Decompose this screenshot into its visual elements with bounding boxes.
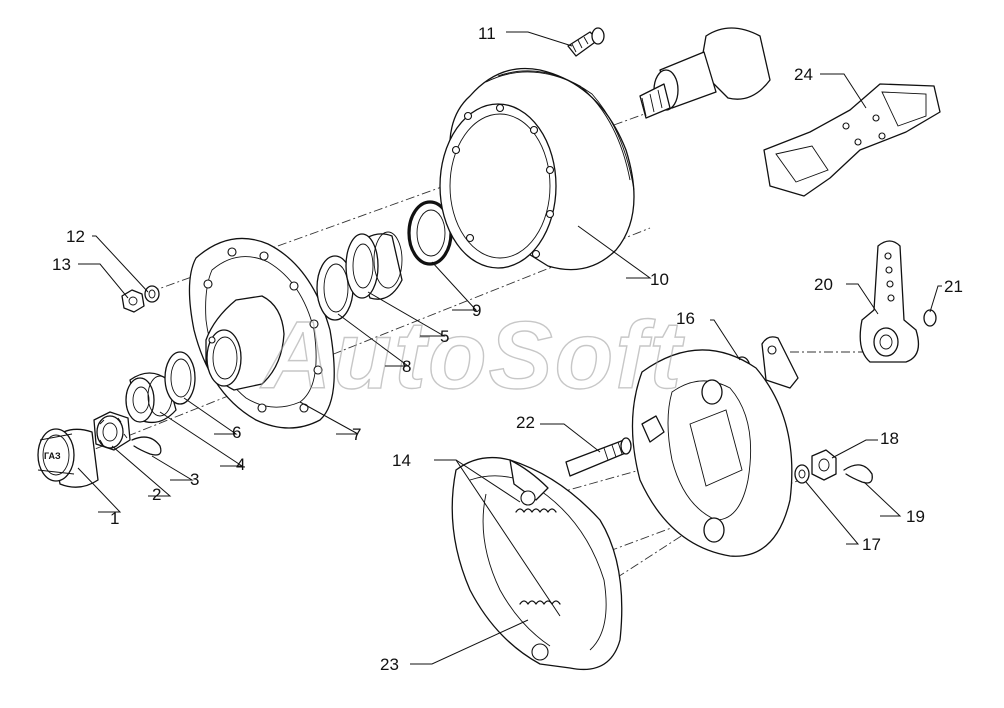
- callout-3: 3: [190, 470, 199, 489]
- watermark-text: AutoSoft: [260, 302, 685, 409]
- callout-14: 14: [392, 451, 411, 470]
- callout-10: 10: [650, 270, 669, 289]
- callout-6: 6: [232, 423, 241, 442]
- part-wheel-stud: [567, 27, 605, 57]
- callout-23: 23: [380, 655, 399, 674]
- part-bracket: [763, 83, 941, 197]
- callout-5: 5: [440, 327, 449, 346]
- callout-numbers: 1 2 3 4 6 7 8 5 9 10 11 12 13 14 16 17 1…: [52, 24, 963, 674]
- callout-16: 16: [676, 309, 695, 328]
- part-slack-adjuster: [859, 240, 920, 363]
- callout-1: 1: [110, 509, 119, 528]
- callout-21: 21: [944, 277, 963, 296]
- part-hub-cap: ГАЗ: [37, 428, 99, 488]
- callout-18: 18: [880, 429, 899, 448]
- part-washer-12: [144, 285, 160, 303]
- callout-7: 7: [352, 425, 361, 444]
- part-hub-flange: [188, 237, 335, 429]
- callout-8: 8: [402, 357, 411, 376]
- part-inner-bearing: [345, 231, 403, 300]
- cap-marking-text: ГАЗ: [44, 451, 61, 461]
- callout-19: 19: [906, 507, 925, 526]
- callout-9: 9: [472, 301, 481, 320]
- callout-4: 4: [236, 455, 245, 474]
- part-outer-bearing: [125, 372, 177, 424]
- part-thin-ring: [164, 351, 196, 405]
- part-springs: [515, 508, 561, 605]
- callout-2: 2: [152, 485, 161, 504]
- callout-24: 24: [794, 65, 813, 84]
- callout-13: 13: [52, 255, 71, 274]
- part-castle-nut: [93, 411, 131, 451]
- part-cotter-pin-19: [843, 464, 873, 484]
- callout-12: 12: [66, 227, 85, 246]
- part-cotter-pin-3: [131, 436, 162, 456]
- part-brake-shoes: [451, 456, 623, 671]
- part-nut-13: [121, 289, 145, 313]
- part-washer-17: [794, 464, 810, 484]
- part-backing-plate: [631, 349, 793, 557]
- part-ring-21: [923, 309, 937, 327]
- callout-20: 20: [814, 275, 833, 294]
- part-support-plate: [761, 336, 799, 389]
- leader-lines: [77, 31, 942, 665]
- callout-17: 17: [862, 535, 881, 554]
- part-camshaft: [565, 415, 665, 477]
- part-axle-spindle: [639, 27, 771, 119]
- callout-11: 11: [478, 24, 496, 43]
- part-nut-18: [811, 449, 837, 481]
- callout-22: 22: [516, 413, 535, 432]
- part-brake-drum: [439, 67, 635, 271]
